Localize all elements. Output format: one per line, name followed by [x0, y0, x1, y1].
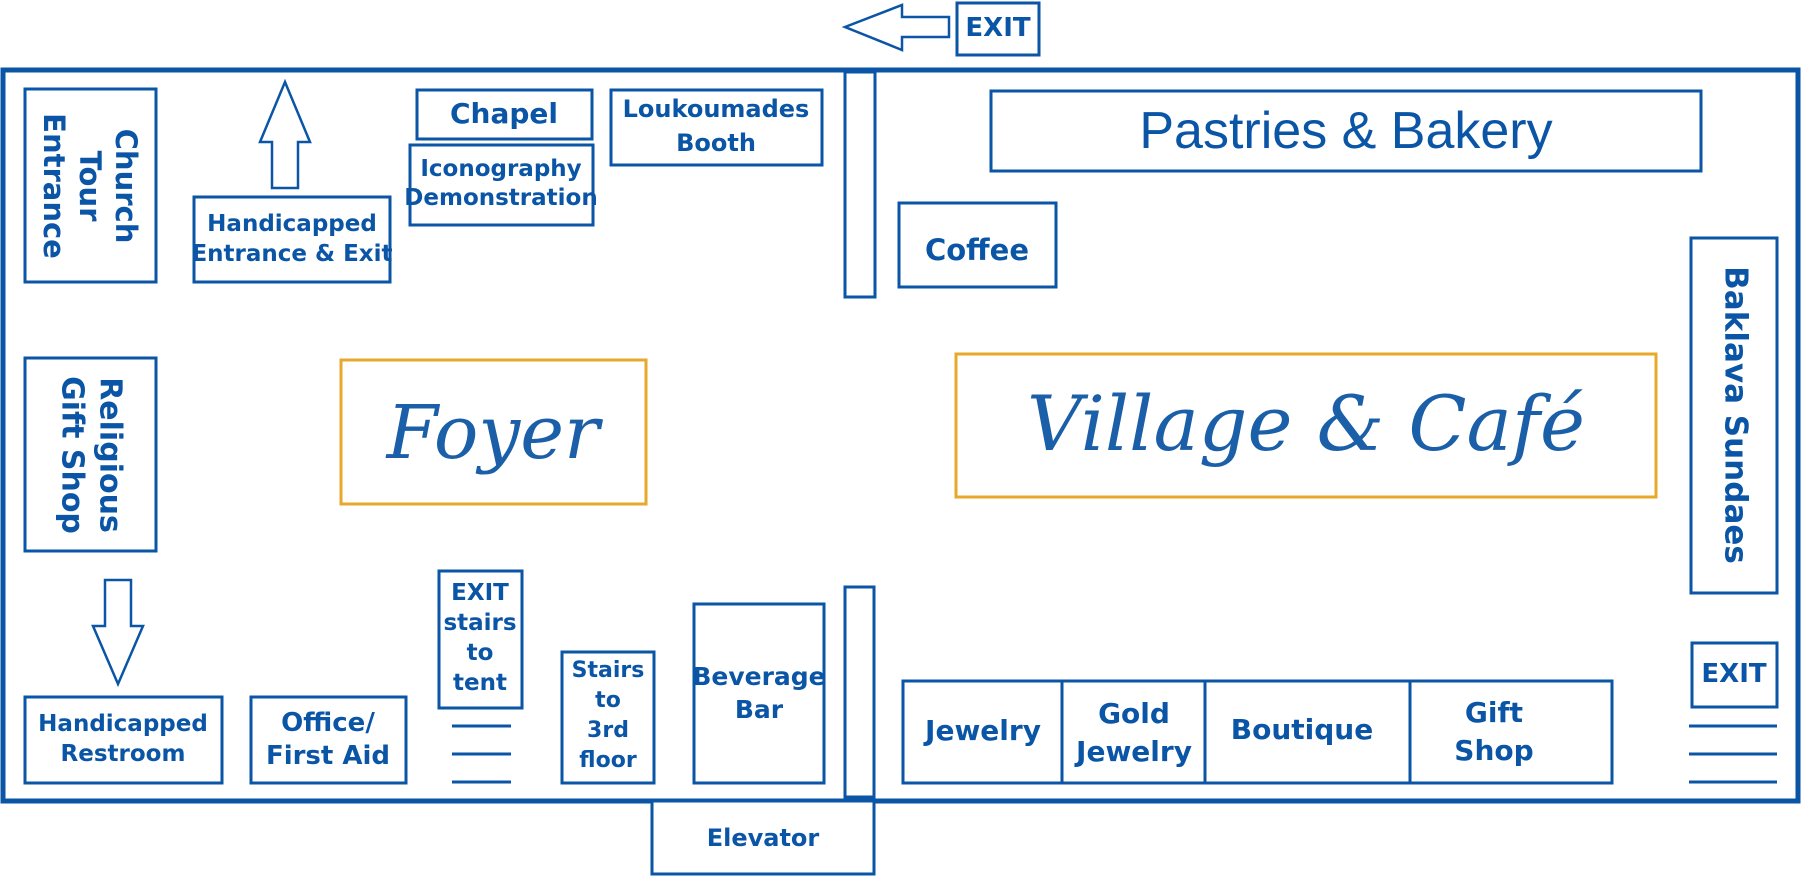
chapel-label: Chapel [450, 97, 558, 130]
handicapped-restroom-line2: Restroom [61, 741, 186, 767]
up-arrow-icon [258, 78, 312, 190]
exit-stairs-to-tent[interactable]: EXIT stairs to tent [437, 569, 524, 710]
loukoumades-line2: Booth [676, 129, 756, 157]
elevator[interactable]: Elevator [650, 799, 876, 876]
office-line1: Office/ [281, 708, 375, 738]
gold-jewelry[interactable]: Gold Jewelry [1074, 697, 1192, 768]
stairs-3rd-line4: floor [579, 748, 637, 773]
stairs-3rd-line1: Stairs [572, 658, 645, 683]
handicapped-restroom[interactable]: Handicapped Restroom [23, 695, 224, 785]
religious-gift-shop[interactable]: Religious Gift Shop [23, 356, 158, 553]
stairs-3rd-line3: 3rd [587, 718, 629, 743]
coffee-label: Coffee [925, 233, 1029, 267]
exit-stairs-line1: EXIT [451, 580, 509, 606]
stairs-3rd-line2: to [595, 688, 621, 713]
foyer[interactable]: Foyer [339, 358, 648, 506]
pastries-bakery[interactable]: Pastries & Bakery [989, 89, 1703, 173]
stairs-lines-right [1689, 724, 1777, 784]
exit-top[interactable]: EXIT [955, 1, 1041, 57]
beverage-bar[interactable]: Beverage Bar [692, 602, 826, 785]
gift-shop-line1: Gift [1465, 696, 1523, 729]
chapel[interactable]: Chapel [415, 88, 594, 141]
loukoumades-booth[interactable]: Loukoumades Booth [609, 88, 824, 167]
stairs-lines-left [452, 724, 511, 784]
religious-gift-shop-line2: Gift Shop [55, 376, 90, 534]
gift-shop-line2: Shop [1454, 734, 1533, 767]
gold-jewelry-line1: Gold [1098, 697, 1170, 730]
gift-shop[interactable]: Gift Shop [1454, 696, 1533, 767]
gold-jewelry-line2: Jewelry [1074, 735, 1192, 768]
exit-stairs-line2: stairs [443, 610, 516, 636]
exit-stairs-line4: tent [453, 670, 507, 696]
handicapped-entrance-line2: Entrance & Exit [191, 241, 392, 267]
exit-top-label: EXIT [965, 13, 1030, 43]
handicapped-entrance-exit[interactable]: Handicapped Entrance & Exit [191, 195, 393, 284]
elevator-label: Elevator [707, 824, 820, 852]
iconography-demonstration[interactable]: Iconography Demonstration [404, 143, 598, 227]
boutique-label: Boutique [1231, 713, 1373, 746]
church-tour-line3: Entrance [37, 113, 71, 259]
pastries-label: Pastries & Bakery [1139, 102, 1552, 160]
baklava-sundaes[interactable]: Baklava Sundaes [1689, 236, 1779, 595]
exit-arrow-left-icon [841, 3, 951, 52]
baklava-sundaes-label: Baklava Sundaes [1718, 266, 1754, 564]
stairs-to-3rd-floor[interactable]: Stairs to 3rd floor [560, 650, 656, 785]
shops-row [901, 679, 1614, 785]
foyer-label: Foyer [385, 390, 604, 476]
church-tour-entrance[interactable]: Church Tour Entrance [23, 87, 158, 284]
jewelry-label: Jewelry [923, 714, 1041, 747]
iconography-line2: Demonstration [404, 185, 597, 211]
office-first-aid[interactable]: Office/ First Aid [249, 695, 408, 785]
office-line2: First Aid [266, 741, 390, 771]
jewelry[interactable]: Jewelry [923, 714, 1041, 747]
down-arrow-icon [91, 578, 145, 688]
village-cafe-label: Village & Café [1027, 379, 1585, 468]
religious-gift-shop-line1: Religious [93, 377, 128, 533]
building-outline [0, 67, 1801, 804]
handicapped-restroom-line1: Handicapped [38, 711, 208, 737]
exit-right-label: EXIT [1701, 659, 1766, 689]
handicapped-entrance-line1: Handicapped [207, 211, 377, 237]
loukoumades-line1: Loukoumades [623, 95, 810, 123]
beverage-bar-line1: Beverage [692, 662, 825, 691]
wall-divider-bottom [843, 585, 876, 799]
church-tour-line1: Church [109, 129, 143, 244]
church-tour-line2: Tour [73, 151, 107, 222]
exit-stairs-line3: to [467, 640, 494, 666]
exit-right[interactable]: EXIT [1690, 641, 1779, 709]
coffee[interactable]: Coffee [897, 201, 1058, 289]
iconography-line1: Iconography [420, 156, 581, 182]
village-cafe[interactable]: Village & Café [954, 352, 1658, 499]
beverage-bar-line2: Bar [735, 695, 784, 724]
wall-divider-top [843, 70, 877, 299]
boutique[interactable]: Boutique [1231, 713, 1373, 746]
